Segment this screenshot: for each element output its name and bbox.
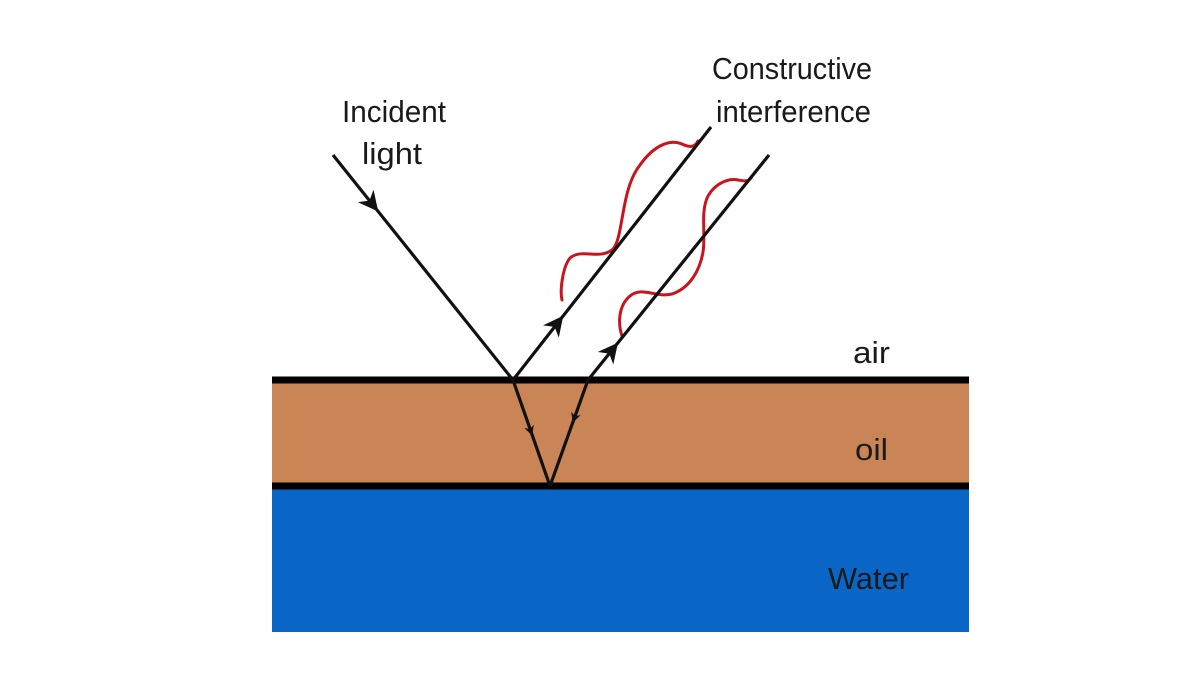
refracted-ray-up — [548, 379, 590, 487]
air-label: air — [853, 335, 890, 370]
incident-label-line2: light — [362, 136, 422, 171]
water-label: Water — [828, 561, 909, 596]
incident-ray — [331, 154, 515, 381]
constructive-label-line1: Constructive — [712, 51, 872, 86]
constructive-label-line2: interference — [716, 94, 871, 129]
wave-reflected-ray-1 — [559, 139, 700, 302]
oil-layer — [272, 380, 969, 486]
water-layer — [272, 486, 969, 632]
wave-reflected-ray-2 — [618, 176, 753, 338]
oil-label: oil — [855, 432, 888, 467]
reflected-ray-2 — [586, 153, 771, 382]
reflected-ray-1 — [511, 126, 713, 381]
incident-label-line1: Incident — [342, 94, 446, 129]
